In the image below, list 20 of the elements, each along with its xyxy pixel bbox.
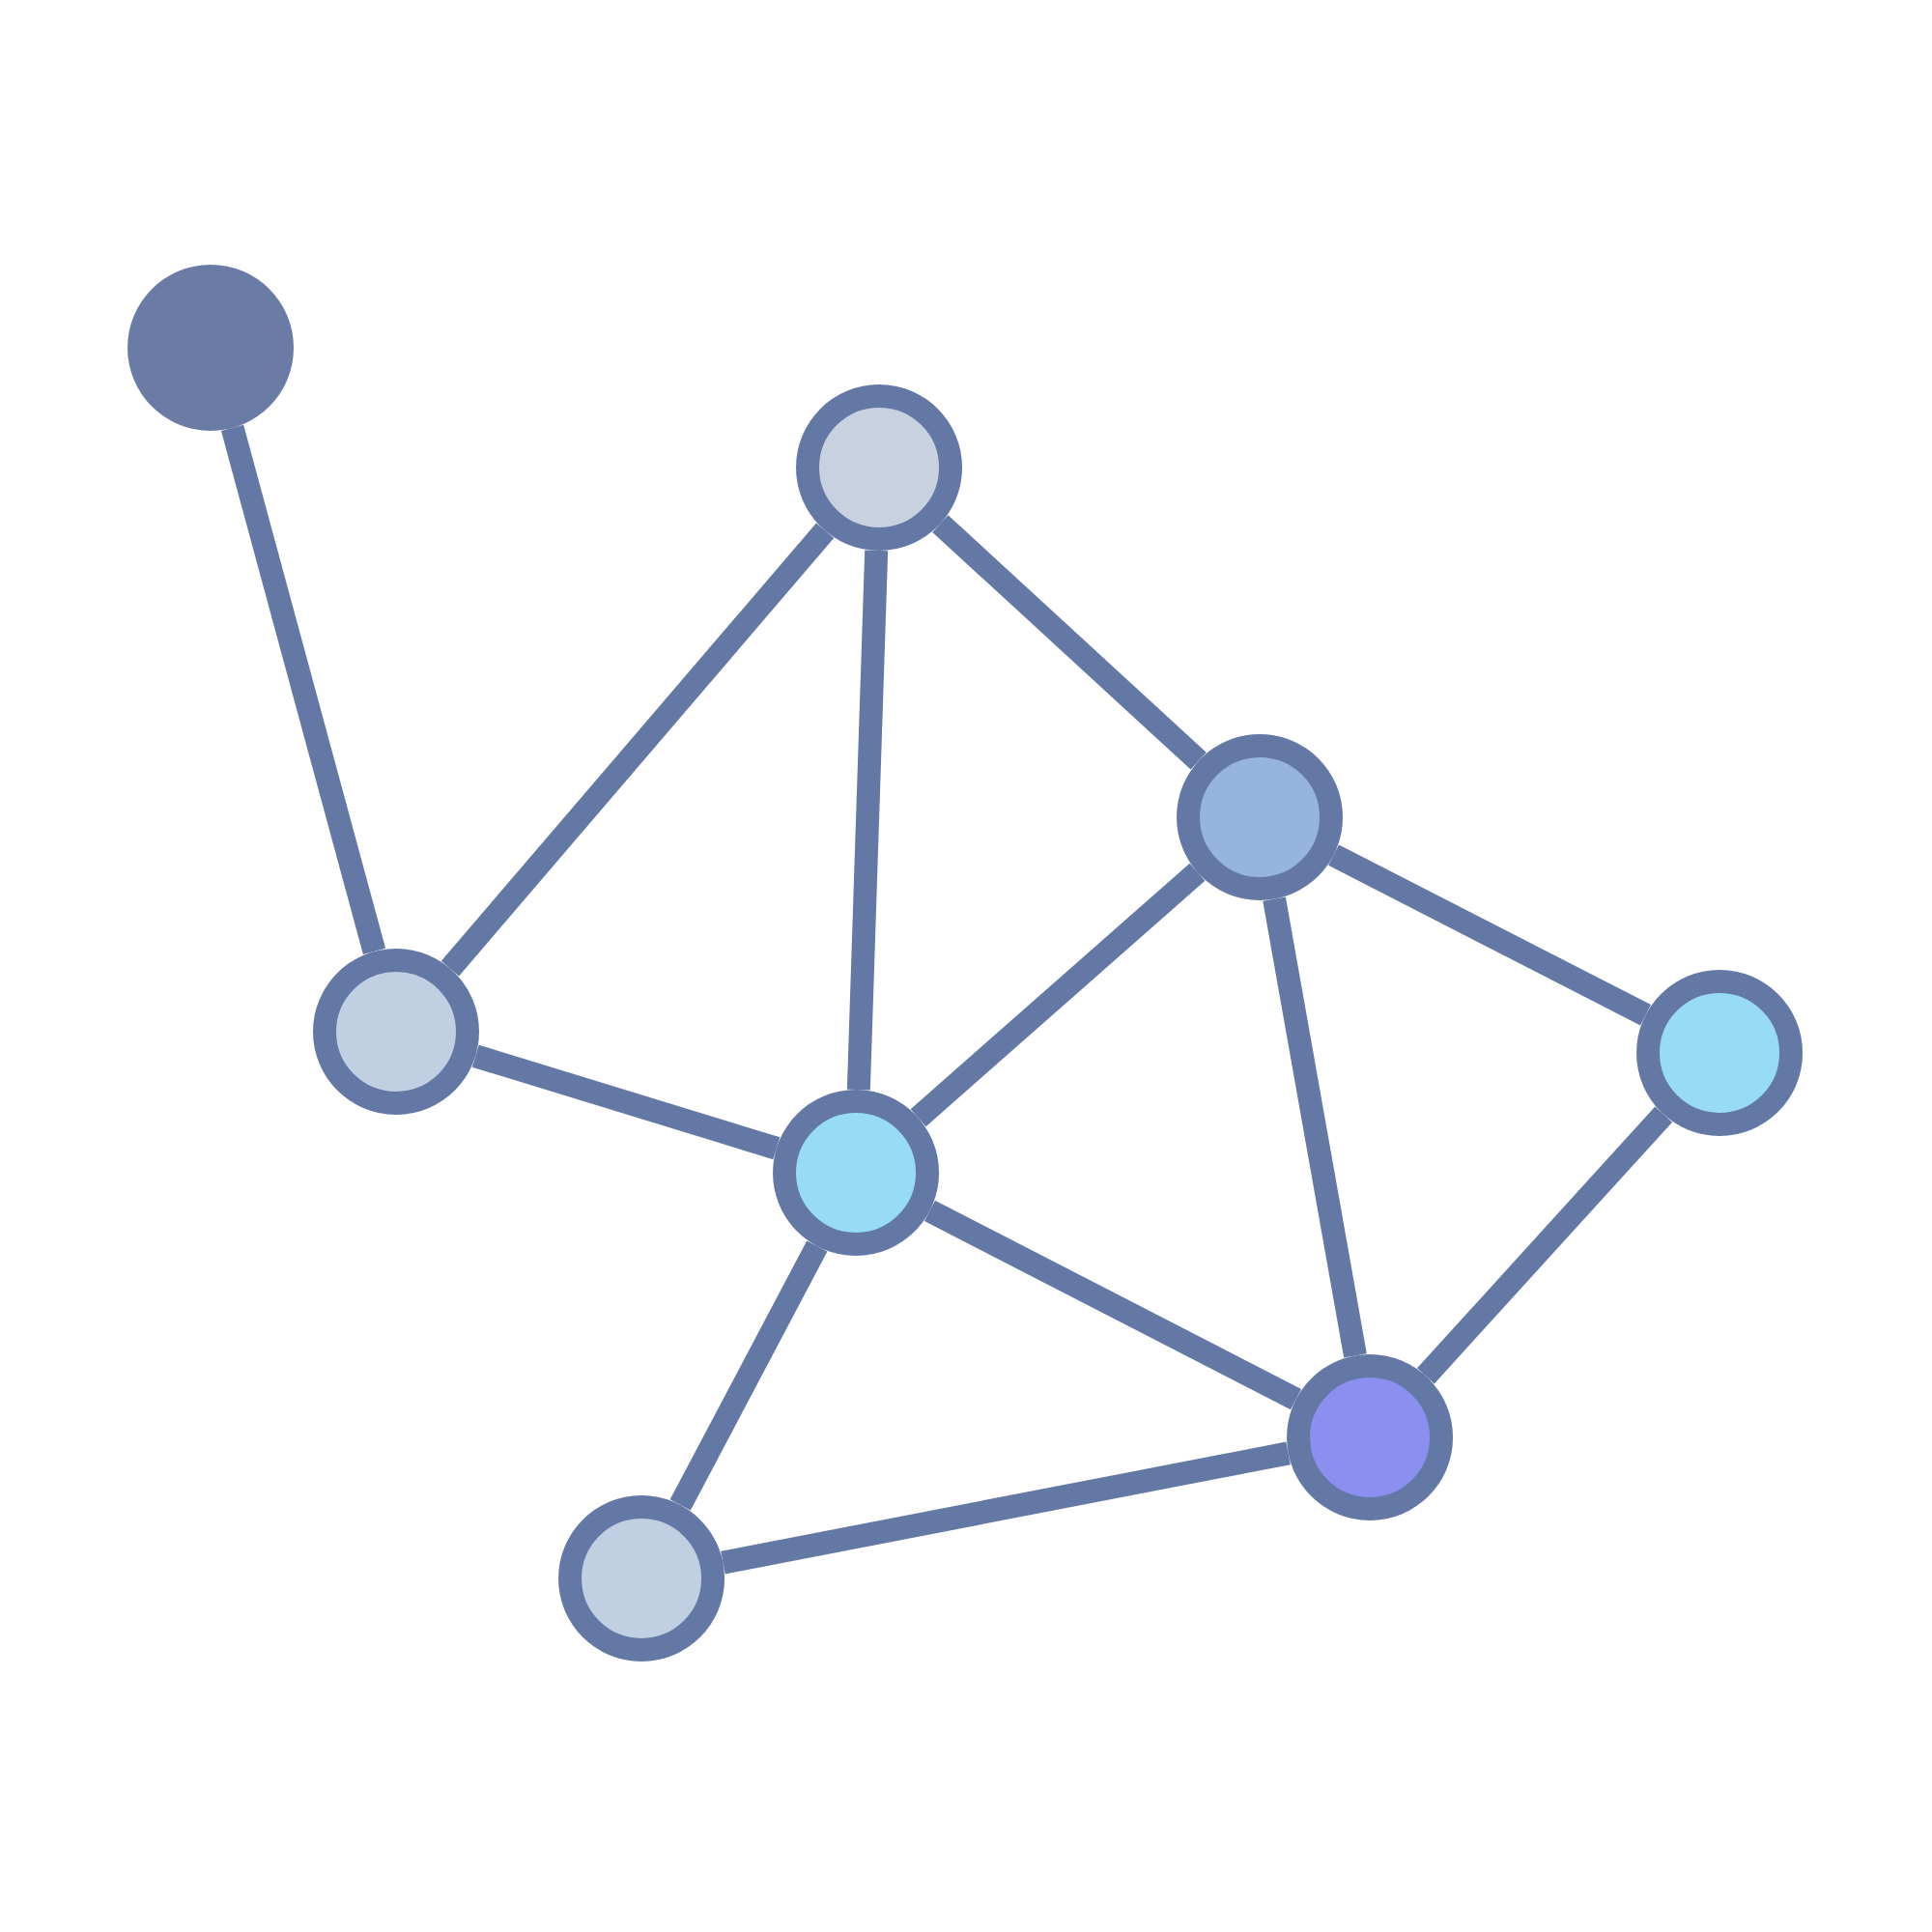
circle: [128, 264, 294, 431]
connector-line: [471, 1044, 781, 1160]
connector-line: [932, 515, 1207, 770]
circle: [1287, 1353, 1454, 1520]
connector-line: [220, 424, 386, 955]
circle: [1636, 969, 1804, 1136]
connector-line: [910, 863, 1206, 1127]
connector-line: [924, 1200, 1302, 1410]
circle: [773, 1090, 940, 1256]
connector-line: [669, 1240, 828, 1511]
connector-line: [440, 523, 835, 977]
connector-line: [1263, 896, 1367, 1358]
circle: [313, 948, 479, 1115]
connector-line: [846, 550, 889, 1091]
connector-line: [1417, 1106, 1673, 1384]
connector-line: [1328, 844, 1651, 1026]
connector-line: [721, 1441, 1291, 1575]
circle: [1177, 733, 1344, 900]
circle: [558, 1495, 725, 1662]
circle: [796, 384, 962, 551]
